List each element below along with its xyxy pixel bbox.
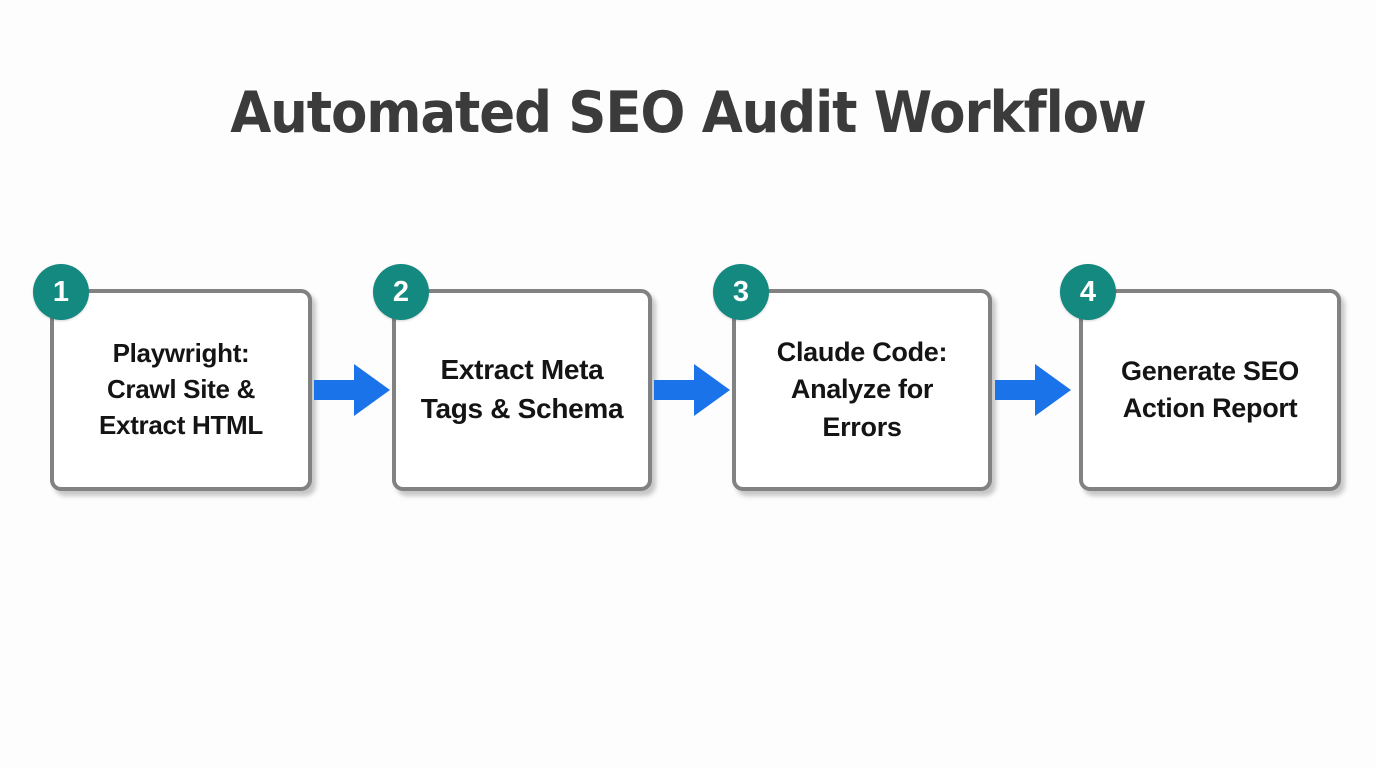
step-number-badge-2: 2 (373, 264, 429, 320)
right-arrow-icon-1 (314, 362, 390, 418)
workflow-step-1-label: Playwright:Crawl Site &Extract HTML (99, 338, 263, 440)
step-number-badge-1: 1 (33, 264, 89, 320)
right-arrow-icon-2 (654, 362, 730, 418)
page-title: Automated SEO Audit Workflow (230, 80, 1147, 146)
right-arrow-icon-3 (995, 362, 1071, 418)
step-number-badge-4: 4 (1060, 264, 1116, 320)
step-number-badge-3: 3 (713, 264, 769, 320)
workflow-step-1[interactable]: Playwright:Crawl Site &Extract HTML (50, 289, 312, 491)
